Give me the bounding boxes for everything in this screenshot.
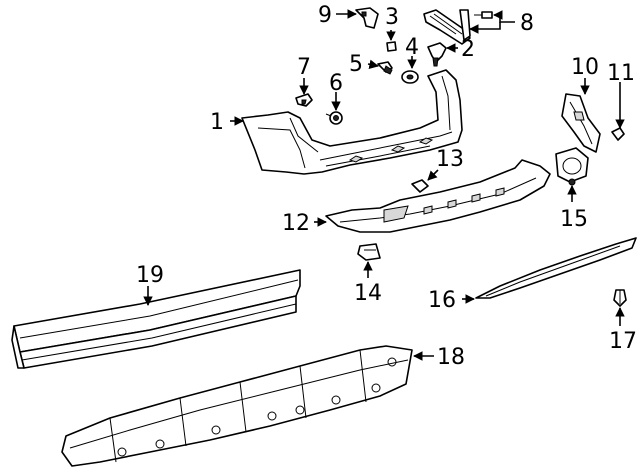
callout-17: 17 xyxy=(609,329,637,354)
callout-7: 7 xyxy=(297,55,311,80)
trim-part-13 xyxy=(411,179,429,193)
callout-18: 18 xyxy=(437,345,465,370)
callout-16: 16 xyxy=(428,288,456,313)
callout-11: 11 xyxy=(607,61,635,86)
screw-part-6 xyxy=(325,111,343,125)
callout-3: 3 xyxy=(385,5,399,30)
callout-10: 10 xyxy=(571,55,599,80)
push-clip-part-17 xyxy=(613,289,627,307)
callout-19: 19 xyxy=(136,263,164,288)
bracket-part-9 xyxy=(355,7,379,29)
side-bracket-part-10 xyxy=(561,93,601,153)
callout-12: 12 xyxy=(282,211,310,236)
callout-13: 13 xyxy=(436,147,464,172)
clip-part-11 xyxy=(611,127,625,141)
pad-part-3 xyxy=(386,41,397,52)
callout-15: 15 xyxy=(560,207,588,232)
callout-2: 2 xyxy=(461,37,475,62)
retainer-bracket-part-8 xyxy=(423,9,493,45)
bumper-cover xyxy=(241,69,463,175)
screw-part-5 xyxy=(377,61,393,75)
lower-valance xyxy=(325,159,551,233)
energy-absorber-part-18 xyxy=(61,345,413,467)
retainer-part-14 xyxy=(357,243,381,261)
leader-lines xyxy=(143,9,625,361)
clip-part-2 xyxy=(427,42,447,67)
molding-strip-part-16 xyxy=(475,237,637,299)
callout-4: 4 xyxy=(405,35,419,60)
reflector-housing-part-15 xyxy=(555,147,589,186)
callout-6: 6 xyxy=(329,71,343,96)
callout-9: 9 xyxy=(318,3,332,28)
callout-14: 14 xyxy=(354,281,382,306)
clip-part-7 xyxy=(295,93,313,107)
callout-5: 5 xyxy=(349,52,363,77)
callout-8: 8 xyxy=(520,11,534,36)
reinforcement-beam-part-19 xyxy=(11,269,301,369)
callout-1: 1 xyxy=(210,110,224,135)
grommet-part-4 xyxy=(401,70,419,84)
